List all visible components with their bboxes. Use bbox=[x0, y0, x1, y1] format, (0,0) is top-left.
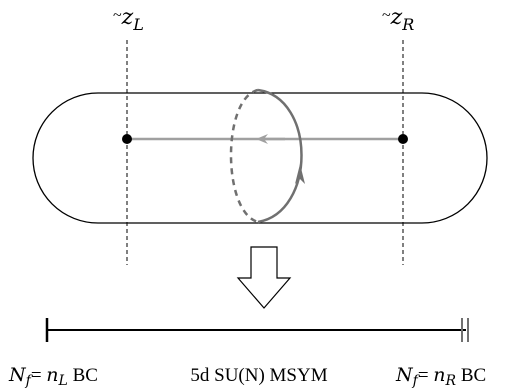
label-z-right: ~zR bbox=[382, 5, 414, 34]
loop-back-dashed bbox=[229, 88, 259, 224]
cylinder-outline bbox=[32, 92, 488, 224]
endpoint-left bbox=[122, 134, 132, 144]
loop-front-solid bbox=[257, 88, 303, 224]
loop-arrow-head bbox=[295, 164, 305, 184]
tilde: ~ bbox=[382, 7, 391, 24]
tilde: ~ bbox=[113, 7, 122, 24]
label-bc-left: Nf= nL BC bbox=[8, 364, 98, 388]
label-bc-right: Nf= nR BC bbox=[395, 364, 486, 388]
reduction-arrow bbox=[236, 246, 292, 309]
label-z-left: ~zL bbox=[113, 5, 144, 34]
endpoint-right bbox=[398, 134, 408, 144]
label-center: 5d SU(N) MSYM bbox=[190, 365, 327, 386]
